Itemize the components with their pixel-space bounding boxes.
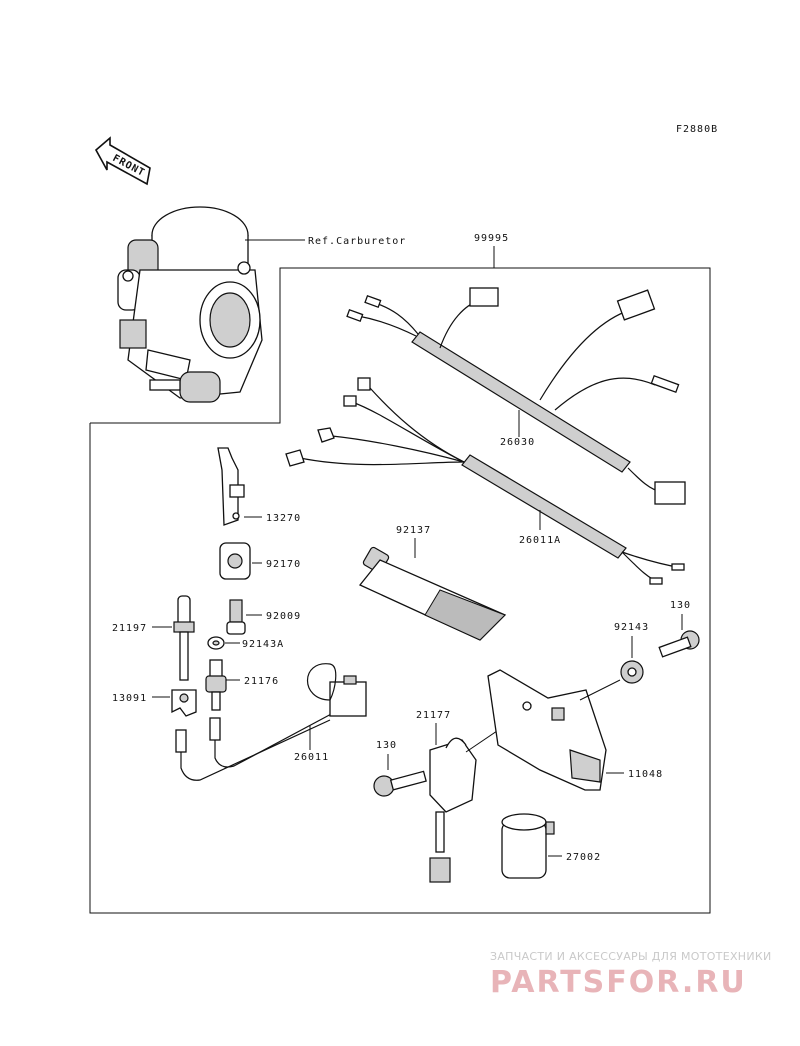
- label-92137: 92137: [396, 525, 431, 536]
- bolt-130-left: [373, 770, 427, 797]
- label-27002: 27002: [566, 852, 601, 863]
- rubber-grommet-92143: [620, 660, 644, 684]
- label-92170: 92170: [266, 559, 301, 570]
- label-92009: 92009: [266, 611, 301, 622]
- label-130-left: 130: [376, 740, 397, 751]
- bolt-130-right: [658, 630, 700, 658]
- label-26030: 26030: [500, 437, 535, 448]
- label-21176: 21176: [244, 676, 279, 687]
- grease-tube-92137: [358, 546, 507, 641]
- label-92143A: 92143A: [242, 639, 284, 650]
- washer-92143A: [207, 636, 225, 650]
- front-arrow-icon: FRONT: [94, 136, 151, 186]
- label-21177: 21177: [416, 710, 451, 721]
- relay-27002: [501, 813, 555, 879]
- watermark-tagline: ЗАПЧАСТИ И АКСЕССУАРЫ ДЛЯ МОТОТЕХНИКИ: [490, 950, 772, 963]
- label-26011: 26011: [294, 752, 329, 763]
- label-21197: 21197: [112, 623, 147, 634]
- label-13091: 13091: [112, 693, 147, 704]
- label-13270: 13270: [266, 513, 301, 524]
- carburetor-illustration: [117, 206, 263, 403]
- figure-code: F2880B: [676, 124, 718, 135]
- label-11048: 11048: [628, 769, 663, 780]
- watermark-logo: PARTSFOR.RU: [490, 965, 747, 1000]
- bracket-13270: [217, 447, 245, 526]
- clip-13091: [171, 689, 197, 717]
- wire-harness-26011A: [285, 377, 685, 585]
- label-92143: 92143: [614, 622, 649, 633]
- label-99995: 99995: [474, 233, 509, 244]
- group-frame: [89, 267, 711, 914]
- wire-harness-26011: [175, 663, 367, 781]
- clamp-92170: [219, 542, 251, 580]
- control-module-21177: [429, 737, 477, 883]
- ref-carburetor-label: Ref.Carburetor: [308, 236, 406, 247]
- label-130-right: 130: [670, 600, 691, 611]
- sensor-21176: [205, 659, 227, 711]
- screw-92009: [226, 599, 246, 635]
- label-26011A: 26011A: [519, 535, 561, 546]
- mounting-plate-11048: [487, 669, 607, 791]
- wire-harness-26030: [346, 287, 686, 505]
- sensor-21197: [173, 595, 195, 681]
